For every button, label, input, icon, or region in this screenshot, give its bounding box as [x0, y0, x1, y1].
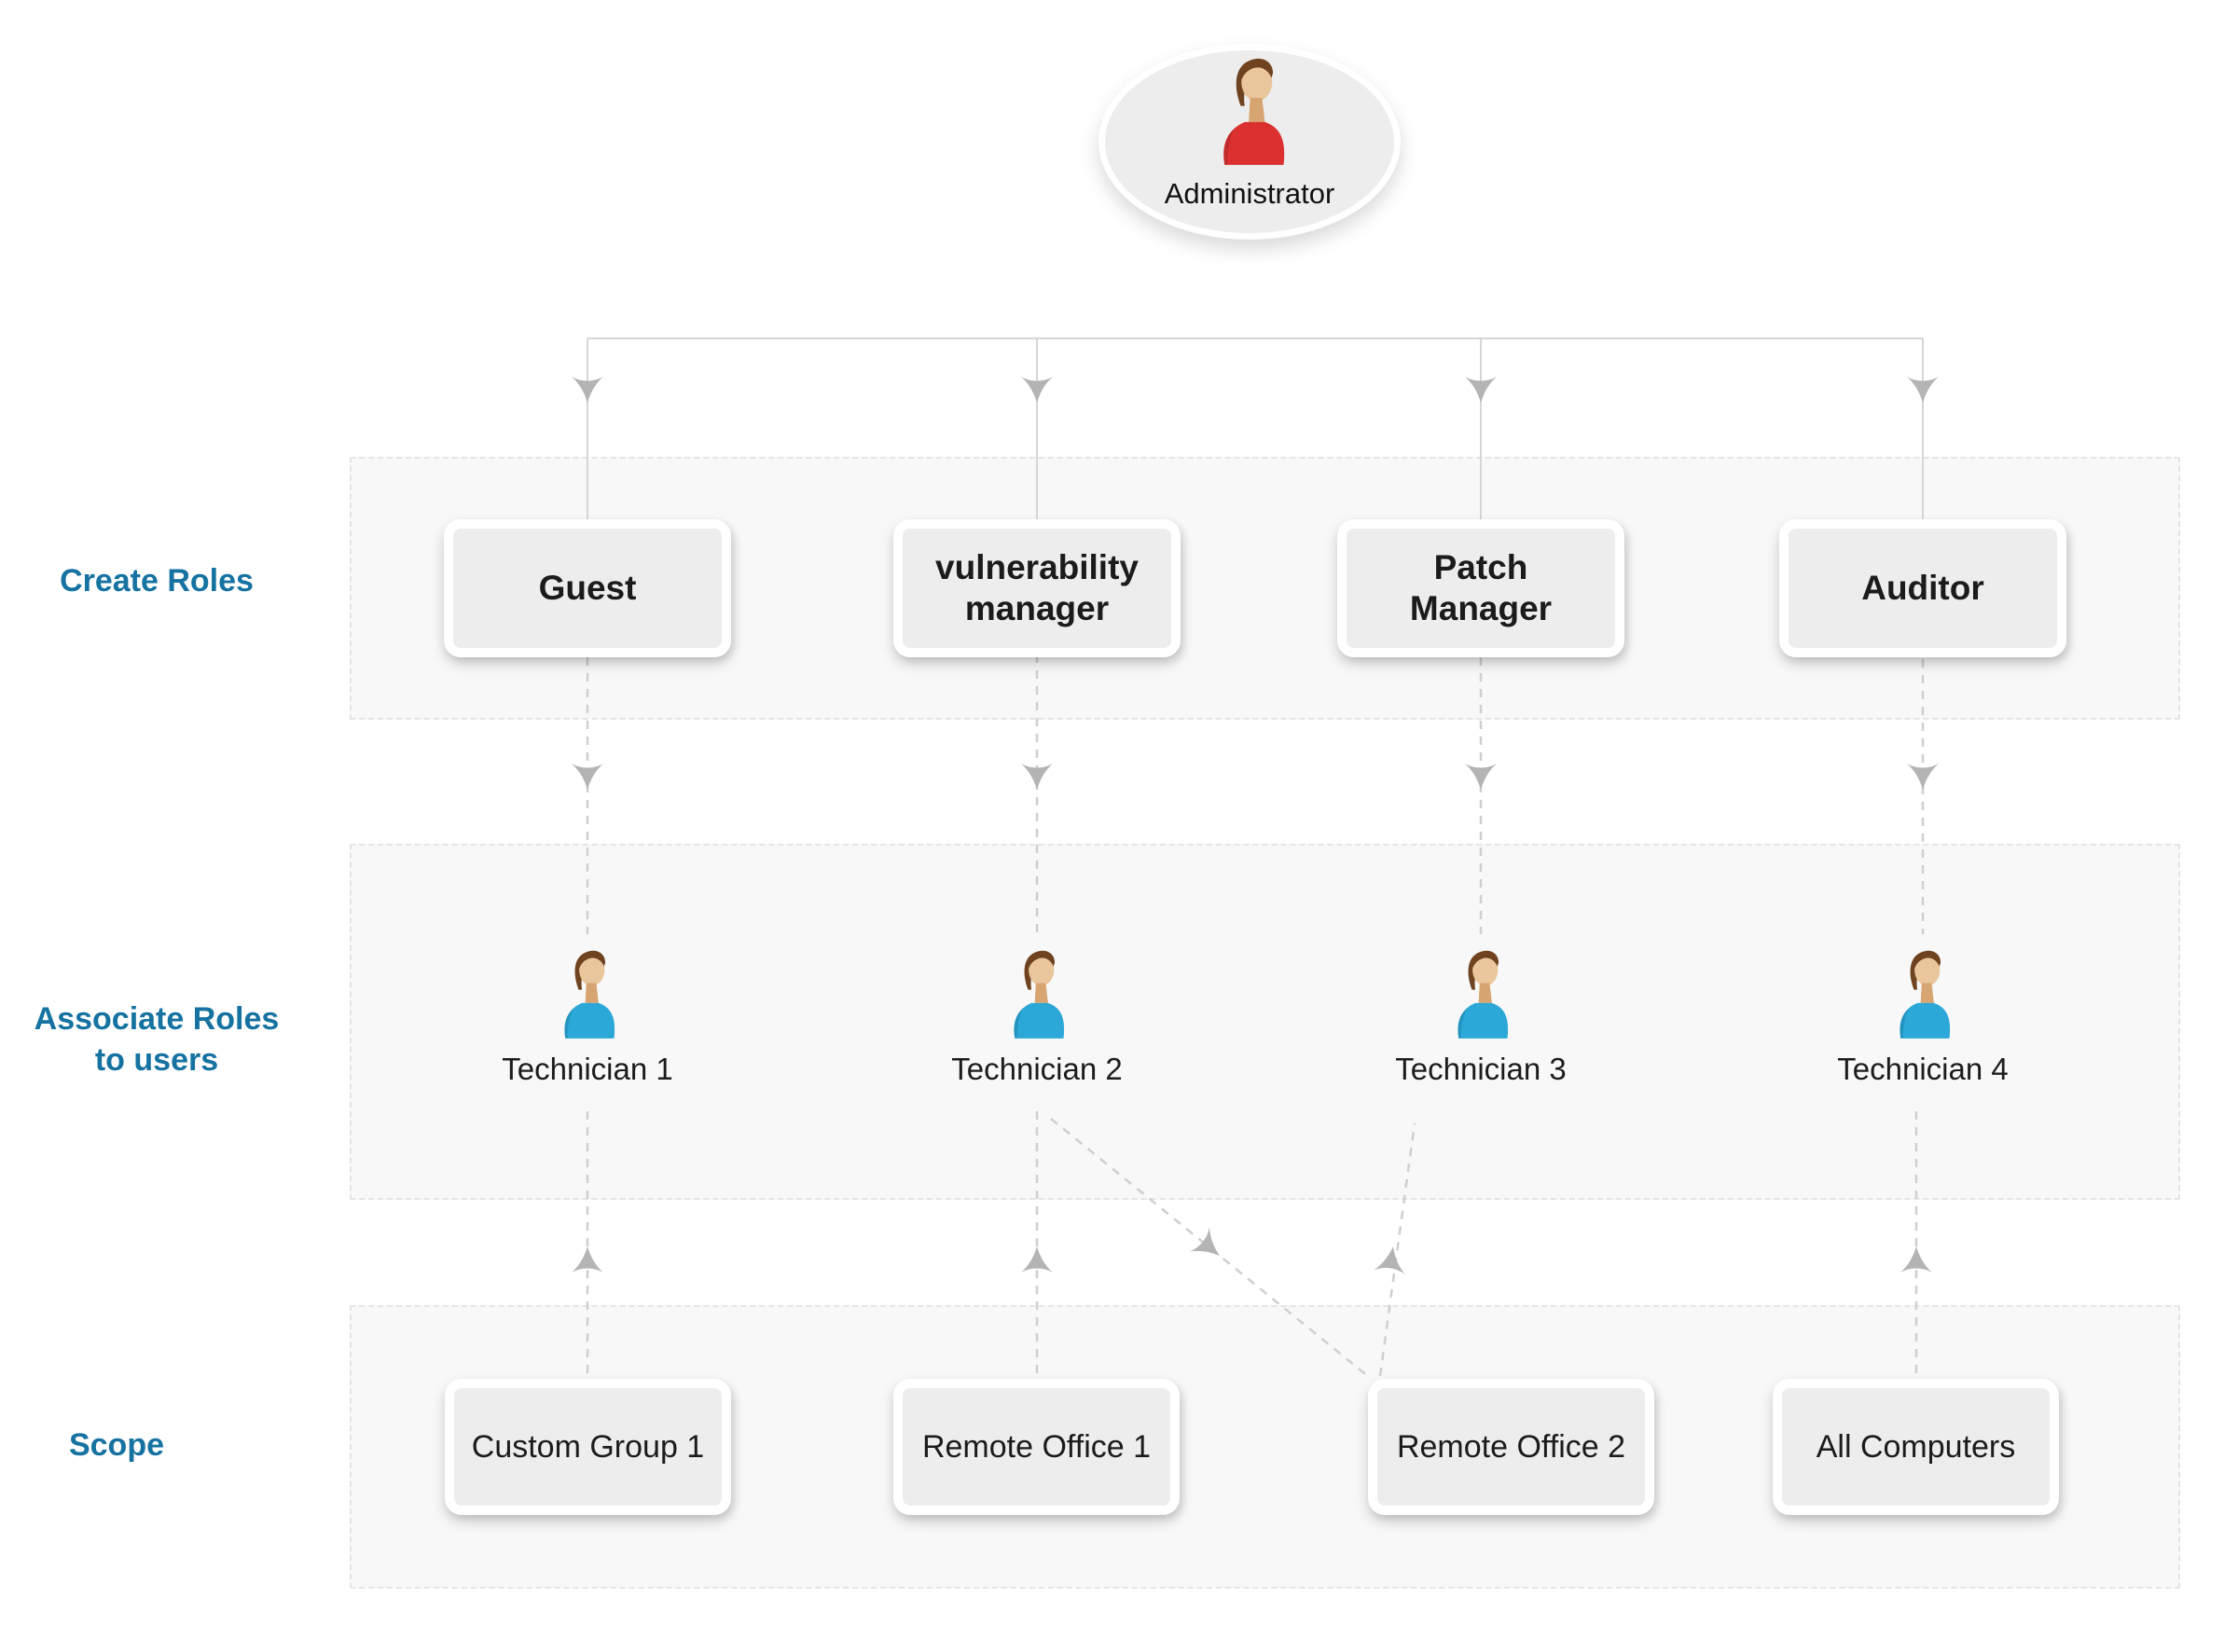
scope-box-all-computers: All Computers	[1773, 1379, 2059, 1515]
technician-2-label: Technician 2	[951, 1052, 1123, 1086]
technician-4-label: Technician 4	[1837, 1052, 2009, 1086]
technician-3-person-icon	[1457, 950, 1509, 1039]
row-label-create-roles: Create Roles	[60, 563, 254, 599]
technician-1-person-icon	[564, 950, 615, 1039]
role-box-guest: Guest	[444, 519, 731, 657]
technician-3-label: Technician 3	[1395, 1052, 1567, 1086]
arrow-down-icon	[1465, 764, 1497, 790]
role-box-vulnerability-manager: vulnerability manager	[893, 519, 1181, 657]
arrow-up-icon	[1900, 1246, 1932, 1273]
row-label-associate-roles: Associate Roles to users	[34, 1001, 280, 1078]
role-box-patch-manager: Patch Manager	[1337, 519, 1624, 657]
associate-roles-band	[350, 844, 2180, 1200]
arrow-up-icon	[1374, 1244, 1409, 1275]
technician-1-label: Technician 1	[502, 1052, 673, 1086]
arrow-down-right-icon	[1189, 1227, 1230, 1269]
row-label-scope: Scope	[68, 1427, 165, 1463]
role-to-technician-links	[572, 654, 1939, 934]
role-box-auditor: Auditor	[1779, 519, 2066, 657]
technician-4-person-icon	[1900, 950, 1951, 1039]
scope-to-technician-links	[572, 1111, 1932, 1379]
arrow-up-icon	[572, 1246, 603, 1273]
scope-box-remote-office-1: Remote Office 1	[893, 1379, 1180, 1515]
administrator-label: Administrator	[1164, 177, 1335, 210]
administrator-person-icon	[1223, 58, 1285, 165]
arrow-down-icon	[572, 764, 603, 790]
technician-2-person-icon	[1014, 950, 1065, 1039]
admin-to-roles-tree	[572, 337, 1939, 520]
arrow-up-icon	[1021, 1246, 1053, 1273]
scope-box-custom-group-1: Custom Group 1	[445, 1379, 731, 1515]
scope-box-remote-office-2: Remote Office 2	[1368, 1379, 1654, 1515]
arrow-down-icon	[1907, 764, 1939, 790]
